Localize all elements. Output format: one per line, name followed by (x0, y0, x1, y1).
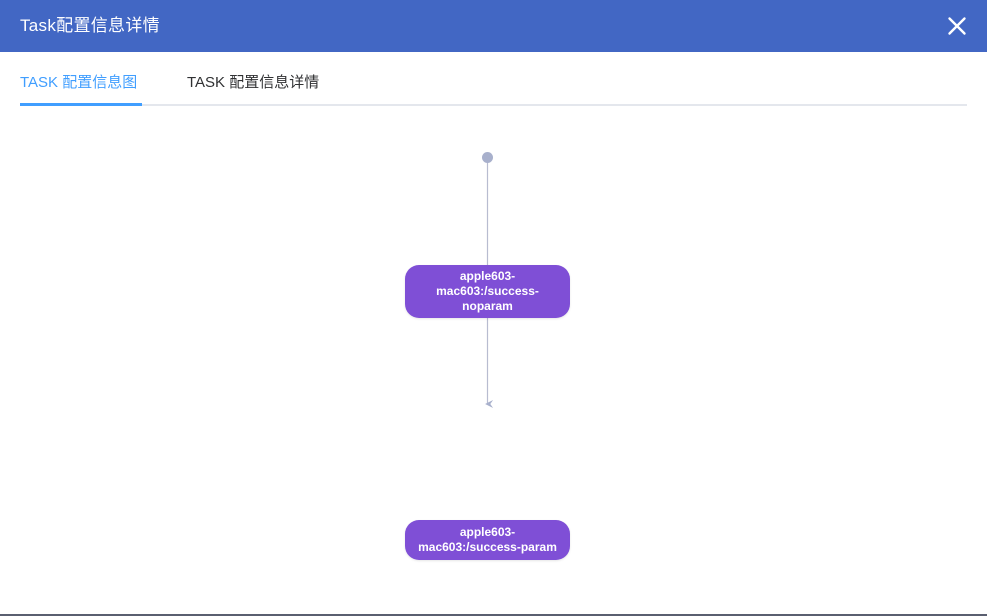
graph-canvas[interactable]: apple603-mac603:/success-noparam apple60… (0, 108, 987, 613)
node-port-top[interactable] (482, 152, 493, 163)
tab-task-config-detail[interactable]: TASK 配置信息详情 (187, 62, 319, 104)
graph-node-label: apple603-mac603:/success-noparam (436, 269, 539, 313)
tab-task-config-graph[interactable]: TASK 配置信息图 (20, 62, 142, 106)
tab-label: TASK 配置信息详情 (187, 74, 320, 91)
graph-node-success-param[interactable]: apple603-mac603:/success-param (405, 520, 570, 560)
graph-node-label: apple603-mac603:/success-param (418, 525, 557, 554)
close-button[interactable] (941, 10, 973, 42)
tab-bar: TASK 配置信息图 TASK 配置信息详情 (20, 62, 967, 106)
dialog-header: Task配置信息详情 (0, 0, 987, 52)
close-icon (946, 15, 968, 37)
graph-node-success-noparam[interactable]: apple603-mac603:/success-noparam (405, 265, 570, 318)
dialog-title: Task配置信息详情 (20, 16, 160, 35)
tab-label: TASK 配置信息图 (20, 74, 138, 91)
tab-active-indicator (20, 103, 142, 106)
